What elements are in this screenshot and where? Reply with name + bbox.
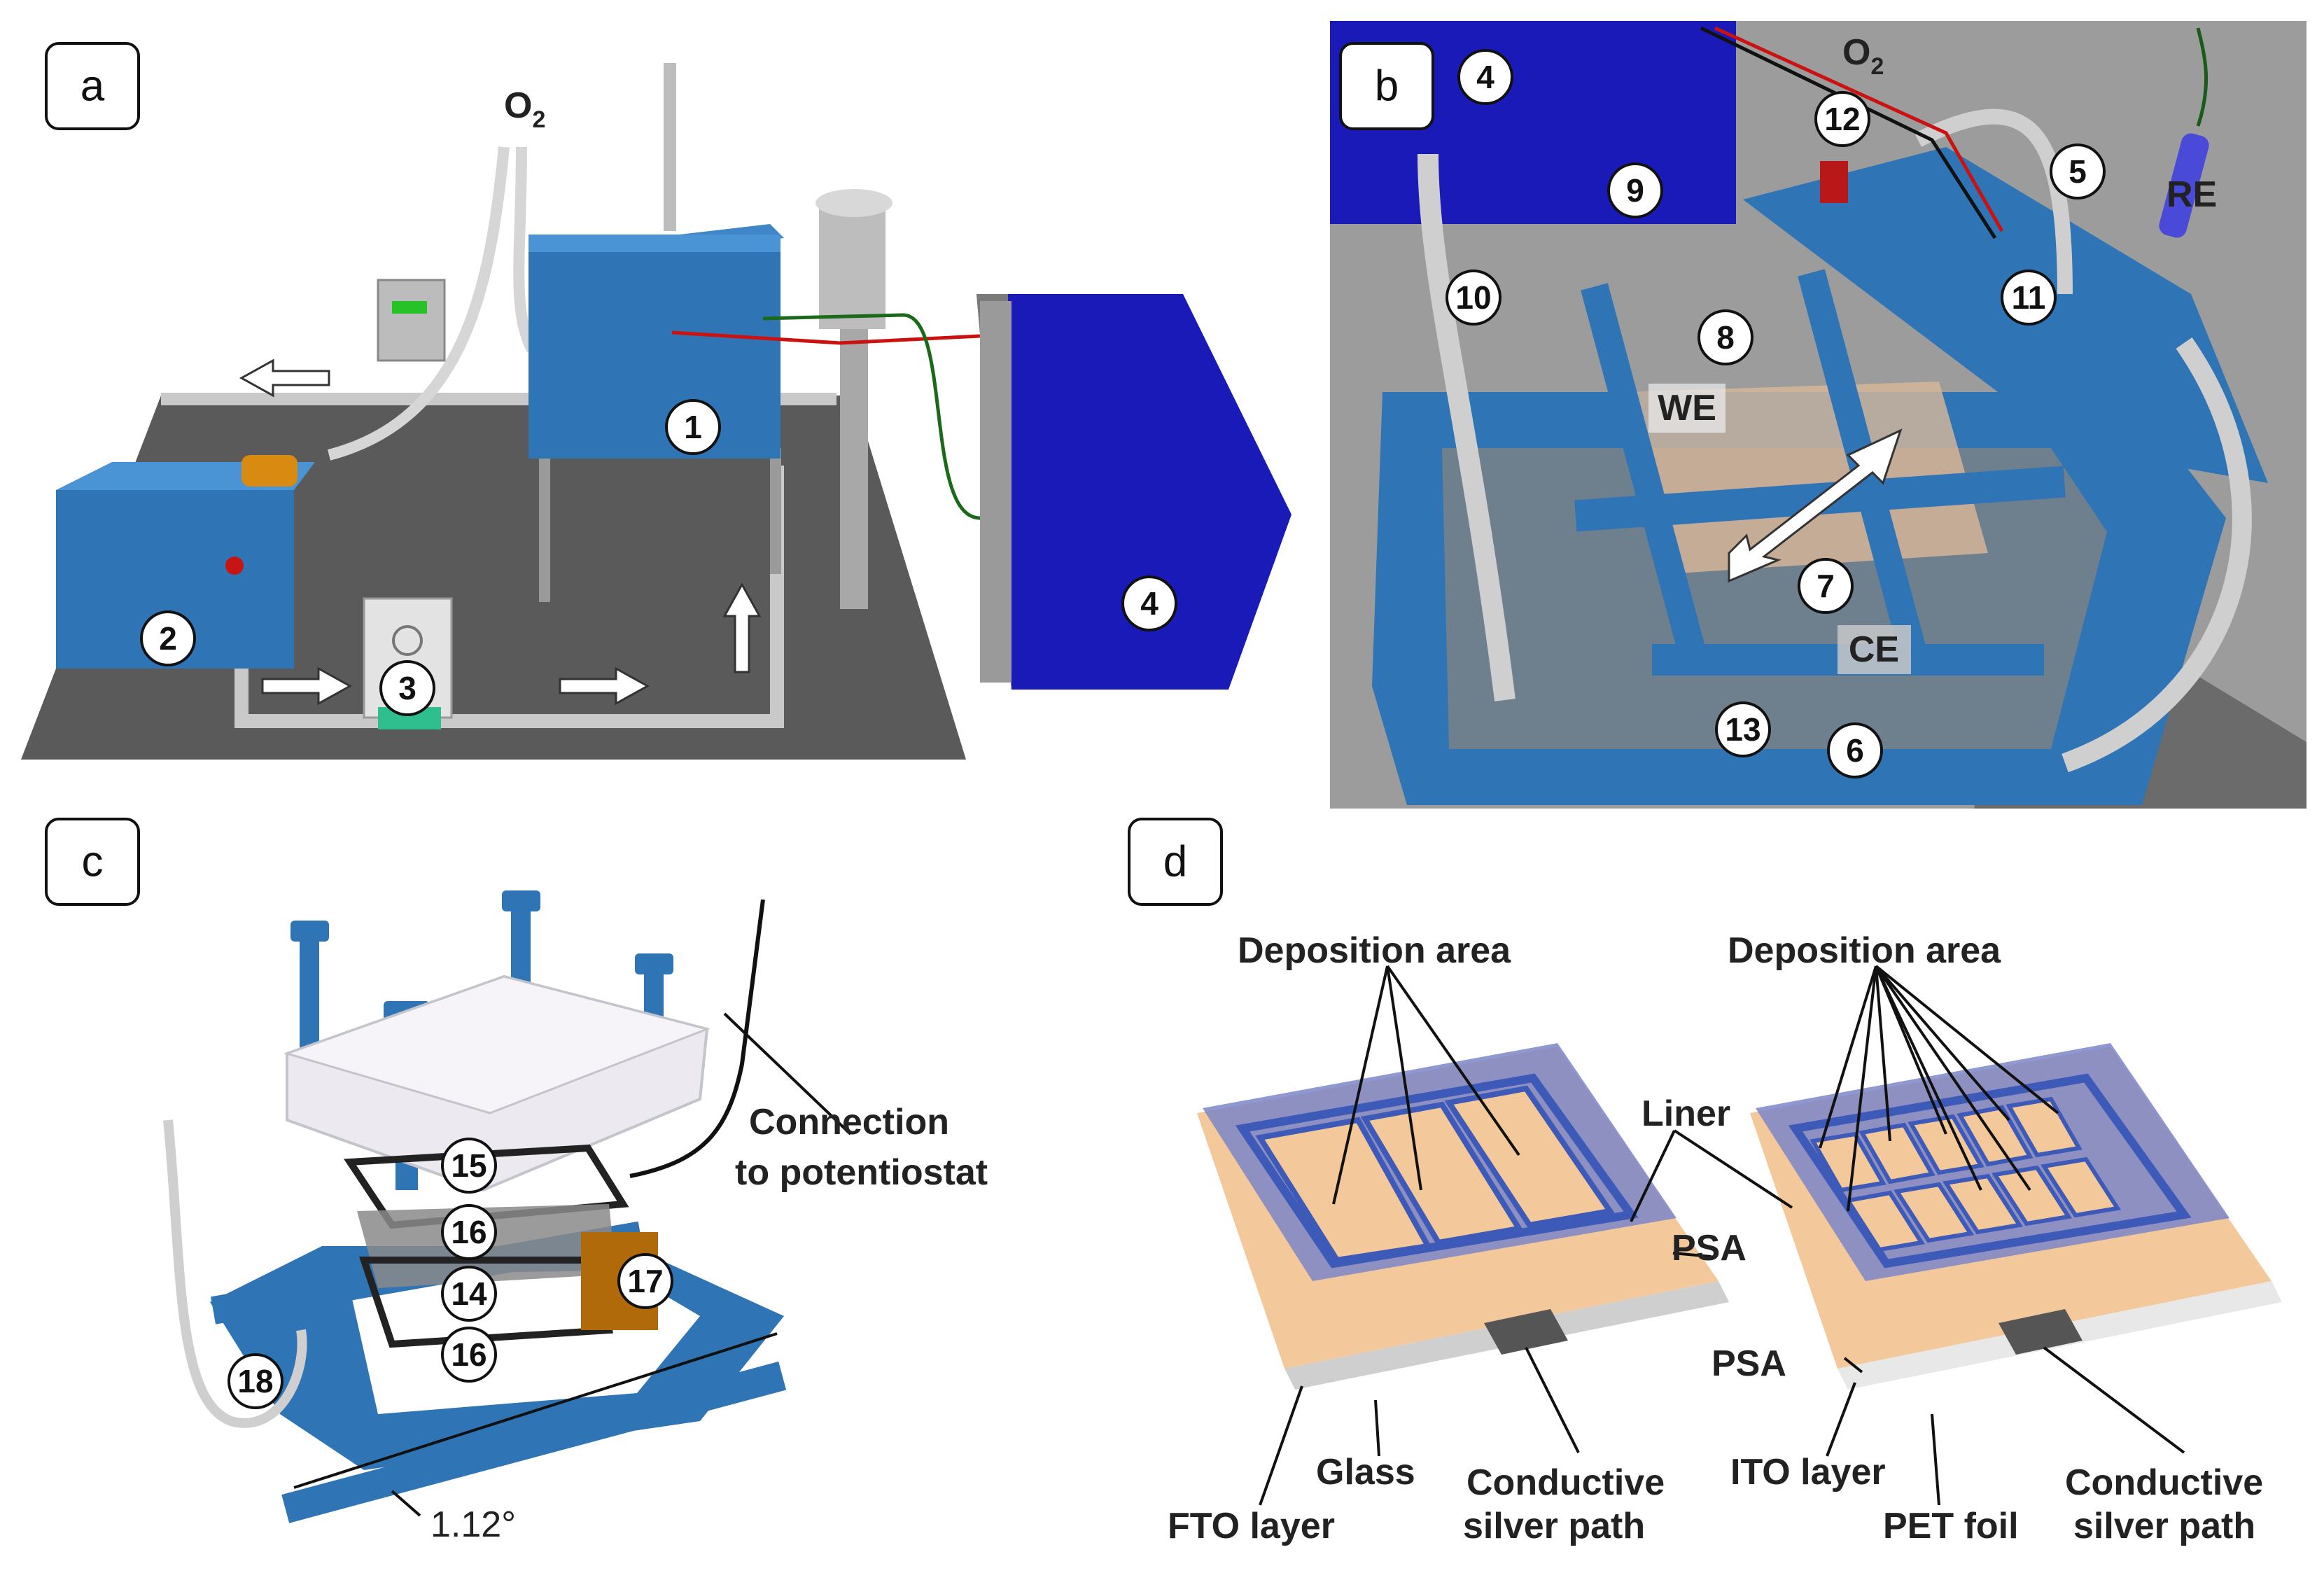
silver-label-left-1: Conductive (1466, 1462, 1665, 1503)
leader-lines-d (1259, 965, 2185, 1506)
silver-label-right-1: Conductive (2065, 1462, 2263, 1503)
ce-label: CE (1837, 625, 1911, 674)
callout-8: 8 (1698, 309, 1754, 365)
panel-letter-b: b (1339, 42, 1434, 130)
flow-meter (377, 279, 446, 362)
svg-text:3: 3 (398, 670, 416, 706)
svg-text:9: 9 (1626, 172, 1644, 209)
svg-text:11: 11 (2012, 279, 2046, 316)
svg-text:13: 13 (1725, 711, 1760, 748)
svg-text:a: a (80, 62, 105, 111)
svg-text:6: 6 (1846, 732, 1864, 769)
double-arrow (1728, 428, 1903, 583)
silver-label-right-2: silver path (2073, 1506, 2255, 1546)
callout-10: 10 (1446, 270, 1502, 326)
svg-text:d: d (1163, 838, 1187, 886)
callout-3: 3 (379, 660, 435, 716)
callout-14: 14 (441, 1266, 497, 1322)
panel-letter-a: a (45, 42, 140, 130)
svg-text:14: 14 (451, 1275, 487, 1312)
svg-text:8: 8 (1716, 319, 1735, 356)
svg-text:7: 7 (1816, 568, 1835, 604)
psa-label-right: PSA (1712, 1343, 1786, 1384)
callout-5: 5 (2050, 144, 2106, 200)
svg-text:18: 18 (237, 1363, 273, 1399)
callout-b-4: 4 (1457, 49, 1513, 105)
callout-16b: 16 (441, 1327, 497, 1383)
callout-1: 1 (665, 399, 721, 455)
callout-11: 11 (2001, 270, 2057, 326)
callout-6: 6 (1827, 722, 1883, 778)
svg-text:15: 15 (451, 1147, 486, 1184)
psa-label-left: PSA (1672, 1228, 1746, 1268)
angle-label: 1.12° (430, 1504, 516, 1545)
o2-label-a: O2 (504, 85, 545, 133)
fto-label: FTO layer (1168, 1506, 1335, 1546)
syringe (664, 63, 676, 231)
deposition-label-right: Deposition area (1728, 930, 2001, 971)
o2-tube-a2 (513, 146, 538, 353)
callout-9: 9 (1607, 162, 1663, 218)
panel-letter-c: c (45, 818, 140, 906)
panel-c: Connection to potentiostat 1.12° 15 16 1… (45, 818, 988, 1545)
deposition-label-left: Deposition area (1238, 930, 1511, 971)
we-label: WE (1648, 384, 1726, 433)
svg-text:17: 17 (627, 1263, 663, 1299)
ito-label: ITO layer (1730, 1452, 1886, 1492)
callout-13: 13 (1715, 701, 1771, 757)
connection-label-line1: Connection (749, 1102, 949, 1142)
svg-text:WE: WE (1658, 388, 1716, 428)
re-label: RE (2166, 174, 2217, 215)
cell-box-1 (528, 235, 780, 459)
panel-a: O2 1 2 3 4 a (21, 42, 1292, 760)
svg-text:c: c (82, 838, 104, 886)
callout-18: 18 (227, 1353, 284, 1409)
reference-electrode (2159, 133, 2209, 238)
svg-text:4: 4 (1140, 585, 1158, 622)
svg-text:10: 10 (1455, 279, 1491, 316)
substrate-ito (1750, 1043, 2282, 1390)
svg-text:2: 2 (159, 620, 177, 657)
svg-text:CE: CE (1849, 629, 1899, 670)
panel-b: WE CE RE O2 4 12 5 9 10 11 8 7 13 6 b (1330, 21, 2306, 809)
panel-letter-d: d (1128, 818, 1223, 906)
callout-16a: 16 (441, 1204, 497, 1260)
glass-label: Glass (1316, 1452, 1415, 1492)
svg-text:5: 5 (2068, 153, 2087, 190)
panel-d: Deposition area PSA FTO layer Glass Cond… (1128, 818, 2282, 1546)
callout-15: 15 (441, 1138, 497, 1194)
svg-text:12: 12 (1824, 101, 1860, 137)
connection-label-line2: to potentiostat (735, 1152, 988, 1193)
tube-loop (234, 466, 784, 728)
substrate-fto (1197, 1043, 1729, 1390)
liner-label: Liner (1642, 1093, 1730, 1134)
callout-2: 2 (140, 610, 196, 666)
flow-arrows (239, 358, 762, 706)
svg-text:1: 1 (684, 409, 702, 445)
svg-text:b: b (1375, 62, 1399, 111)
lid-plate (1743, 147, 2268, 483)
callout-12: 12 (1814, 91, 1870, 147)
silver-label-left-2: silver path (1463, 1506, 1645, 1546)
potentiostat-4 (976, 294, 1292, 690)
svg-text:16: 16 (451, 1336, 486, 1373)
callout-17: 17 (617, 1253, 673, 1309)
svg-text:16: 16 (451, 1214, 486, 1250)
svg-text:4: 4 (1476, 59, 1494, 95)
o2-tube-a (327, 146, 510, 461)
callout-7: 7 (1798, 558, 1854, 614)
pet-label: PET foil (1883, 1506, 2019, 1546)
o2-label-b: O2 (1842, 32, 1884, 80)
callout-4: 4 (1121, 575, 1177, 631)
